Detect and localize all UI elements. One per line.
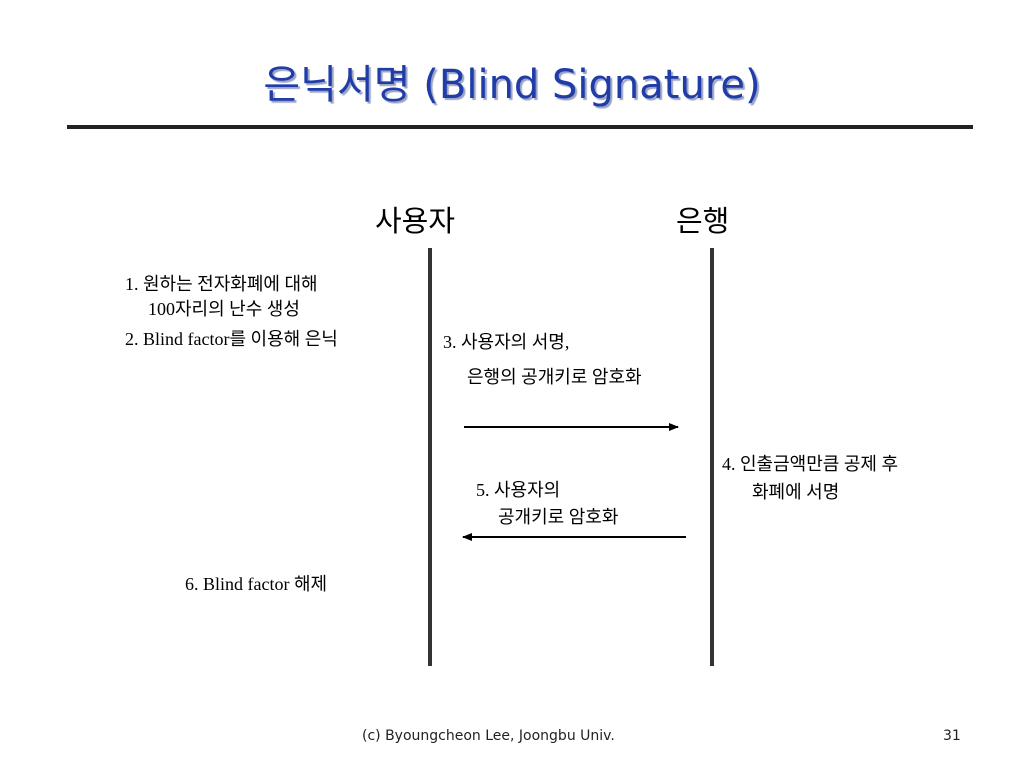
bank-step-line-2: 화폐에 서명 [752,482,840,502]
user-final-step: 6. Blind factor 해제 [185,574,328,594]
page-number: 31 [943,728,961,744]
message-to-bank-line-1: 3. 사용자의 서명, [443,332,570,352]
user-step-2: 2. Blind factor를 이용해 은닉 [125,329,338,349]
actor-user-label: 사용자 [375,204,456,238]
bank-lifeline [710,248,714,666]
message-to-user-line-2: 공개키로 암호화 [498,507,619,527]
actor-bank-label: 은행 [676,204,730,238]
message-to-bank-line-2: 은행의 공개키로 암호화 [467,367,642,387]
bank-step-line-1: 4. 인출금액만큼 공제 후 [722,454,899,474]
user-lifeline [428,248,432,666]
message-to-user-line-1: 5. 사용자의 [476,480,561,500]
footer-credit: (c) Byoungcheon Lee, Joongbu Univ. [362,728,615,744]
user-step-1-line-2: 100자리의 난수 생성 [148,299,300,319]
slide-title: 은닉서명 (Blind Signature) [263,62,761,108]
title-divider [67,125,973,129]
user-step-1-line-1: 1. 원하는 전자화폐에 대해 [125,274,318,294]
